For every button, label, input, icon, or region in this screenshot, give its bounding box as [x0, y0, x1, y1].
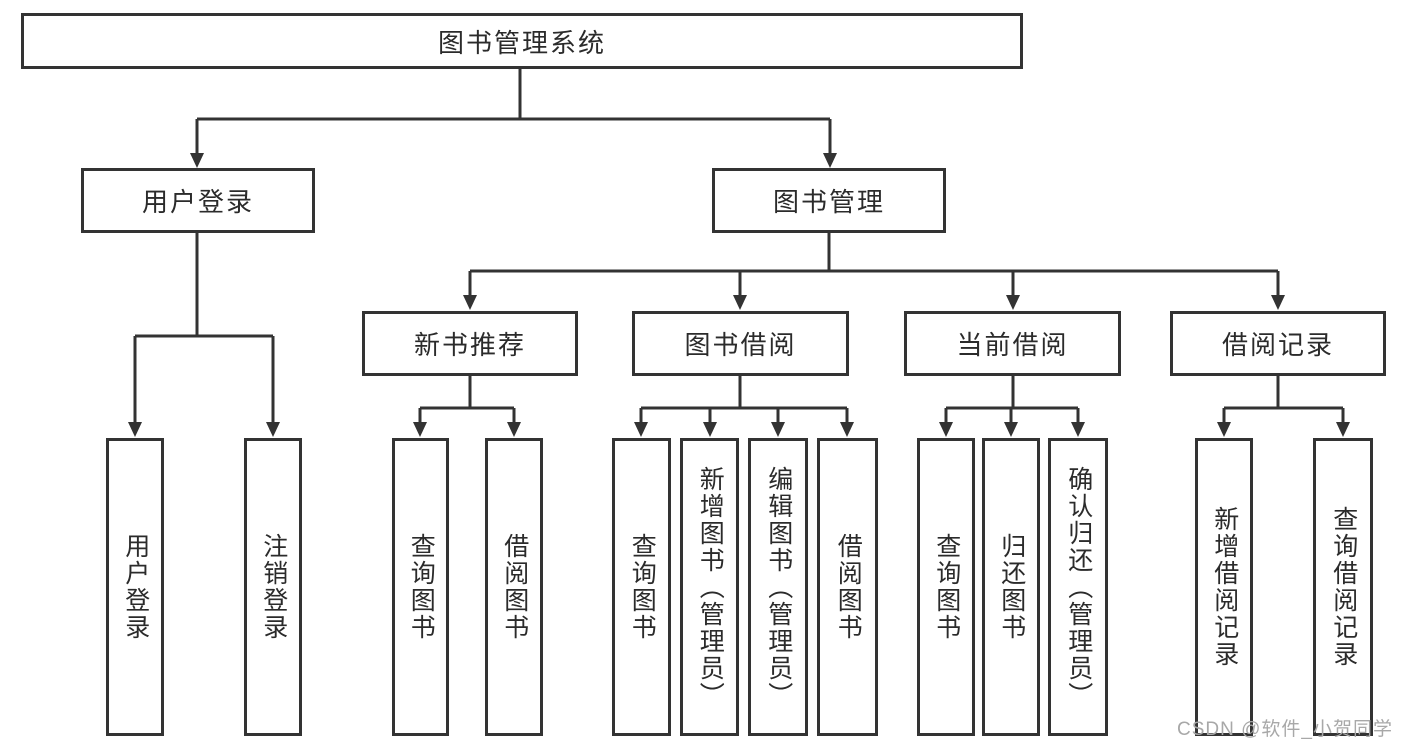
connector-paths	[133, 69, 1345, 425]
leaf-borrowing-borrow-books-label: 借阅图书	[834, 533, 863, 641]
leaf-recommend-query-books: 查询图书	[392, 438, 449, 736]
leaf-borrowing-query-books: 查询图书	[612, 438, 671, 736]
leaf-user-login-label: 用户登录	[121, 533, 150, 641]
node-root-system-label: 图书管理系统	[437, 27, 606, 58]
node-book-borrowing-label: 图书借阅	[684, 330, 797, 360]
leaf-records-add-record-label: 新增借阅记录	[1210, 506, 1239, 668]
leaf-records-add-record: 新增借阅记录	[1195, 438, 1253, 736]
node-root-system: 图书管理系统	[21, 13, 1023, 69]
leaf-borrowing-add-books-admin: 新增图书（管理员）	[680, 438, 739, 736]
leaf-current-query-books: 查询图书	[917, 438, 975, 736]
leaf-logout: 注销登录	[244, 438, 302, 736]
arrowheads	[128, 153, 1350, 437]
node-borrow-records-label: 借阅记录	[1221, 330, 1334, 360]
node-new-book-recommend: 新书推荐	[362, 311, 578, 376]
leaf-recommend-query-books-label: 查询图书	[407, 533, 436, 641]
leaf-logout-label: 注销登录	[259, 533, 288, 641]
leaf-borrowing-add-books-admin-label: 新增图书（管理员）	[696, 465, 725, 709]
node-borrow-records: 借阅记录	[1170, 311, 1386, 376]
leaf-borrowing-edit-books-admin: 编辑图书（管理员）	[748, 438, 808, 736]
leaf-current-confirm-return-admin: 确认归还（管理员）	[1048, 438, 1108, 736]
node-book-management: 图书管理	[712, 168, 946, 233]
leaf-records-query-record: 查询借阅记录	[1313, 438, 1373, 736]
leaf-current-return-books-label: 归还图书	[997, 533, 1026, 641]
node-current-borrowing: 当前借阅	[904, 311, 1121, 376]
leaf-user-login: 用户登录	[106, 438, 164, 736]
node-current-borrowing-label: 当前借阅	[956, 330, 1069, 360]
leaf-records-query-record-label: 查询借阅记录	[1329, 506, 1358, 668]
node-new-book-recommend-label: 新书推荐	[413, 330, 526, 360]
leaf-current-confirm-return-admin-label: 确认归还（管理员）	[1064, 465, 1093, 709]
node-user-login-group-label: 用户登录	[141, 187, 254, 217]
node-book-management-label: 图书管理	[772, 187, 885, 217]
leaf-recommend-borrow-books: 借阅图书	[485, 438, 543, 736]
leaf-borrowing-borrow-books: 借阅图书	[817, 438, 878, 736]
leaf-recommend-borrow-books-label: 借阅图书	[500, 533, 529, 641]
leaf-current-query-books-label: 查询图书	[932, 533, 961, 641]
leaf-borrowing-edit-books-admin-label: 编辑图书（管理员）	[764, 465, 793, 709]
csdn-watermark: CSDN @软件_小贺同学	[1177, 719, 1393, 740]
node-user-login-group: 用户登录	[81, 168, 315, 233]
leaf-borrowing-query-books-label: 查询图书	[628, 533, 657, 641]
leaf-current-return-books: 归还图书	[982, 438, 1040, 736]
node-book-borrowing: 图书借阅	[632, 311, 849, 376]
